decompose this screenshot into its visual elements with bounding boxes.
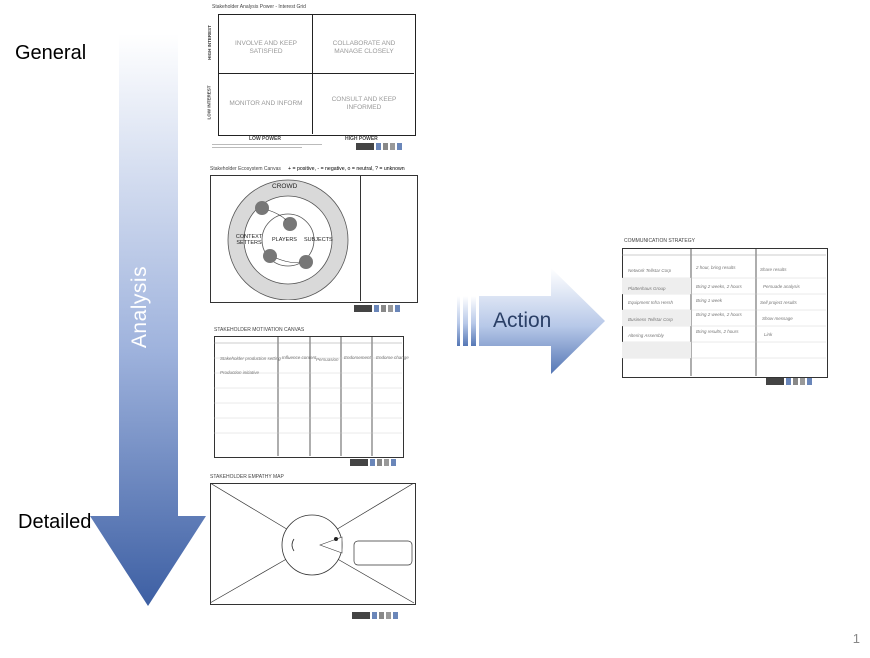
context-setters-label: CONTEXT SETTERS (235, 234, 263, 246)
q3-text: MONITOR AND INFORM (229, 100, 303, 107)
subjects-label: SUBJECTS (304, 237, 333, 243)
comm-row-4: Business Tellstar Corp (628, 317, 673, 322)
comm-row-1: Network Tellstar Corp (628, 268, 672, 273)
license-logos (356, 143, 402, 150)
low-interest-label: LOW INTEREST (206, 85, 212, 120)
license-logos (354, 305, 400, 312)
analysis-arrow (90, 34, 206, 606)
thumb3-title: STAKEHOLDER MOTIVATION CANVAS (214, 327, 305, 333)
thumb1-title: Stakeholder Analysis Power - Interest Gr… (212, 4, 306, 10)
action-label: Action (493, 309, 552, 332)
comm-row-3: Equipment Infra Hersh (628, 300, 674, 305)
comm-row-2: Plattenhaus Group (628, 286, 666, 291)
comm-row-5: Altering Assembly (628, 333, 664, 338)
license-logos (352, 612, 398, 619)
q2-text: COLLABORATE AND MANAGE CLOSELY (332, 40, 396, 55)
communication-strategy-thumbnail: COMMUNICATION STRATEGY Network Tellstar … (618, 234, 832, 389)
motivation-canvas-thumbnail: STAKEHOLDER MOTIVATION CANVAS Stakeholde… (210, 327, 410, 467)
low-power-label: LOW POWER (249, 136, 281, 142)
q4-text: CONSULT AND KEEP INFORMED (331, 96, 397, 111)
power-interest-grid-thumbnail: Stakeholder Analysis Power - Interest Gr… (206, 4, 416, 154)
ecosystem-canvas-thumbnail: Stakeholder Ecosystem Canvas + = positiv… (206, 166, 418, 316)
q1-text: INVOLVE AND KEEP SATISFIED (234, 40, 297, 55)
thumb2-legend: + = positive, - = negative, o = neutral,… (288, 166, 405, 172)
action-arrow (457, 268, 605, 374)
thumb4-title: STAKEHOLDER EMPATHY MAP (210, 474, 284, 480)
high-interest-label: HIGH INTEREST (206, 25, 212, 60)
detailed-label: Detailed (18, 511, 92, 533)
empathy-map-thumbnail: STAKEHOLDER EMPATHY MAP (206, 474, 416, 622)
players-label: PLAYERS (272, 237, 297, 243)
license-logos (350, 459, 396, 466)
crowd-label: CROWD (272, 183, 298, 190)
license-logos (766, 378, 812, 385)
thumb2-title: Stakeholder Ecosystem Canvas (210, 166, 281, 172)
analysis-label: Analysis (128, 265, 151, 349)
high-power-label: HIGH POWER (345, 136, 378, 142)
general-label: General (15, 42, 87, 64)
thumb5-title: COMMUNICATION STRATEGY (624, 238, 695, 244)
page-number: 1 (852, 631, 860, 646)
